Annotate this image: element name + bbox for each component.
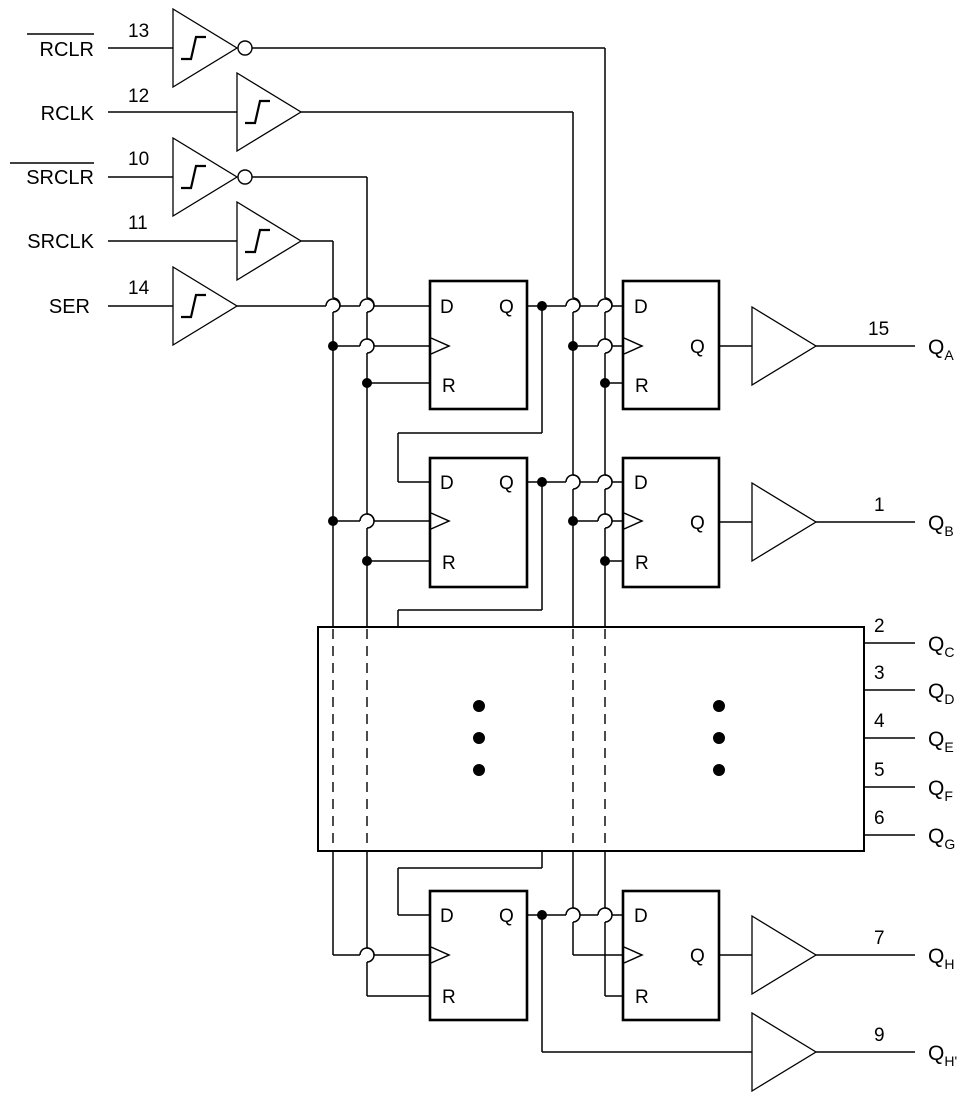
output-label-qf: QF [928,777,953,804]
output-label-qe: QE [928,728,954,755]
input-label-srclk: SRCLK [27,231,94,253]
ff-r-label: R [635,553,649,574]
ff-r-label: R [635,376,649,397]
clock-edge-icon [623,512,644,530]
shift-flipflop-a: D Q R [428,279,529,411]
input-labels: RCLR RCLK SRCLR SRCLK SER [10,33,95,318]
shift-flipflop-b: D Q R [428,456,529,589]
pin-number-srclr: 10 [128,149,149,170]
ellipsis-dots-right [713,700,725,776]
ff-d-label: D [440,297,454,318]
schmitt-trigger-icon [181,293,206,319]
clock-edge-icon [623,337,644,355]
output-label-qh: QH [928,945,954,972]
ff-r-label: R [442,376,456,397]
output-label-qb: QB [928,512,954,539]
ff-d-label: D [440,473,454,494]
pin-number-rclr: 13 [128,21,149,42]
output-buffer-qh-prime [751,1011,818,1093]
output-label-qc: QC [928,633,954,660]
output-label-qd: QD [928,680,954,707]
ff-q-label: Q [690,513,705,534]
schmitt-trigger-icon [181,35,206,61]
input-wires [108,47,237,307]
schmitt-trigger-icon [181,164,206,190]
schmitt-buffer-srclr [172,136,253,218]
ff-d-label: D [634,297,648,318]
input-pin-numbers: 13 12 10 11 14 [128,21,150,299]
ff-d-label: D [634,906,648,927]
ff-r-label: R [442,987,456,1008]
ff-r-label: R [635,987,649,1008]
ff-q-label: Q [499,297,514,318]
pin-number-qe: 4 [874,711,885,732]
pin-number-qa: 15 [868,319,889,340]
input-label-ser: SER [49,296,90,318]
input-label-rclk: RCLK [41,103,95,125]
schmitt-buffer-rclr [172,7,253,89]
output-buffers [751,305,818,1093]
shift-flipflop-h: D Q R [428,889,529,1022]
pin-number-qd: 3 [874,663,885,684]
clock-edge-icon [623,946,644,964]
bus-wiring [237,47,915,1053]
ff-d-label: D [634,473,648,494]
output-label-qh-prime: QH' [928,1042,957,1069]
output-labels: QA QB QC QD QE QF QG QH QH' [928,336,957,1069]
storage-flipflop-b: D Q R [621,456,721,589]
ff-q-label: Q [690,946,705,967]
ff-q-label: Q [499,473,514,494]
output-label-qa: QA [928,336,954,363]
storage-flipflop-a: D Q R [621,279,721,411]
elided-stages-box [317,626,865,852]
pin-number-qh: 7 [874,928,885,949]
output-label-qg: QG [928,825,955,852]
pin-number-qf: 5 [874,760,885,781]
ellipsis-dots-left [473,700,485,776]
inversion-bubble [237,40,253,56]
pin-number-qc: 2 [874,616,885,637]
ff-q-label: Q [690,337,705,358]
output-buffer-qh [751,914,818,996]
schmitt-buffer-srclk [236,200,303,282]
pin-number-qh-prime: 9 [874,1025,885,1046]
ff-d-label: D [440,906,454,927]
output-pin-numbers: 15 1 2 3 4 5 6 7 9 [868,319,889,1046]
schmitt-trigger-icon [245,228,270,254]
schmitt-buffer-ser [172,265,239,347]
pin-number-qb: 1 [874,495,885,516]
pin-number-srclk: 11 [128,213,148,234]
input-label-srclr: SRCLR [26,167,94,189]
clock-edge-icon [430,337,451,355]
ff-q-label: Q [499,906,514,927]
schmitt-trigger-icon [245,99,270,125]
output-buffer-qb [751,481,818,563]
pin-number-qg: 6 [874,808,885,829]
ff-r-label: R [442,553,456,574]
storage-flipflop-h: D Q R [621,889,721,1022]
inversion-bubble [237,169,253,185]
schmitt-buffer-rclk [236,71,303,153]
pin-number-rclk: 12 [128,86,149,107]
output-buffer-qa [751,305,818,387]
junction-dots [328,301,610,920]
clock-edge-icon [430,946,451,964]
clock-edge-icon [430,512,451,530]
pin-number-ser: 14 [128,278,150,299]
input-label-rclr: RCLR [40,39,94,61]
